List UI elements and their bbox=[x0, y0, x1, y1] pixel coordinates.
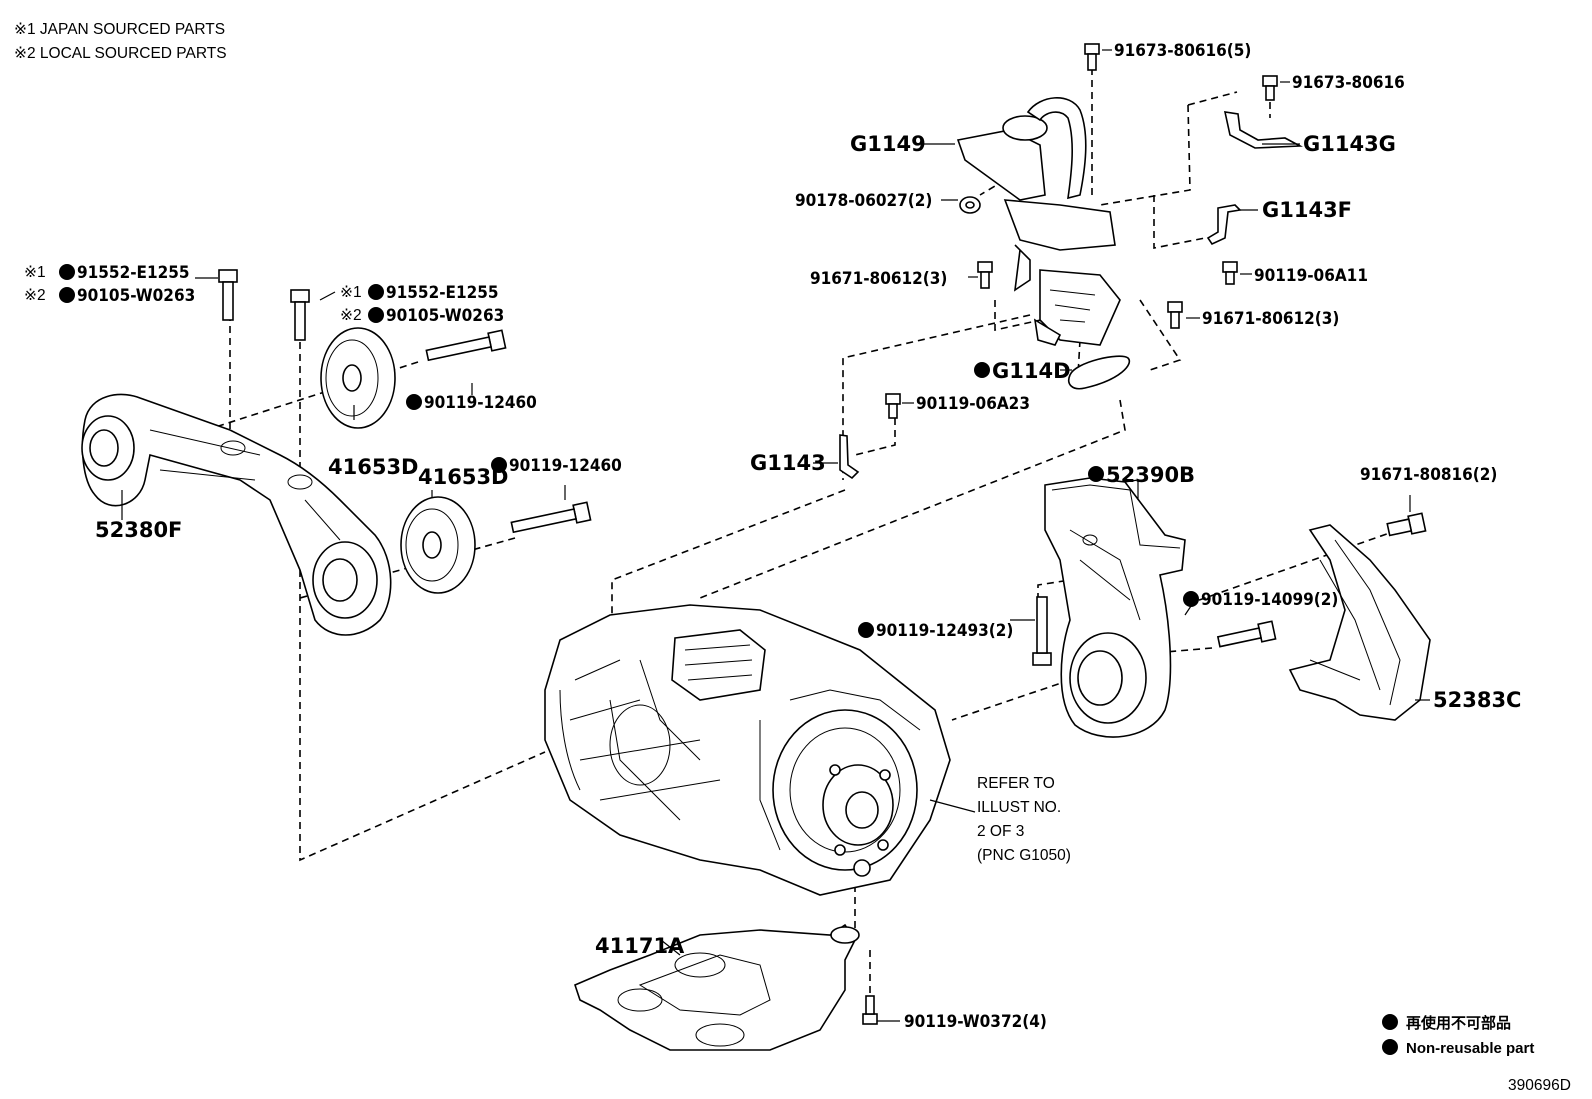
label-G1149: G1149 bbox=[850, 132, 926, 156]
grommet-G114D bbox=[1068, 355, 1131, 390]
bracket-G1143F bbox=[1206, 204, 1242, 246]
nonreusable-dot-left-b1 bbox=[368, 284, 384, 300]
label-90105-W0263-a: 90105-W0263 bbox=[77, 286, 195, 306]
label-52390B: 52390B bbox=[1106, 463, 1195, 487]
damper-41653D-lower bbox=[400, 496, 476, 594]
legend: 再使用不可部品 Non-reusable part bbox=[1382, 1014, 1534, 1057]
label-91671-80612-3-left: 91671-80612(3) bbox=[810, 269, 947, 289]
nonreusable-dot-G114D bbox=[974, 362, 990, 378]
mount-bracket-52380F bbox=[81, 393, 392, 636]
label-90119-W0372-4: 90119-W0372(4) bbox=[904, 1012, 1047, 1032]
mark-japan-a: ※1 bbox=[24, 264, 46, 281]
mark-local-b: ※2 bbox=[340, 307, 362, 324]
label-G1143: G1143 bbox=[750, 451, 826, 475]
label-90119-14099-2: 90119-14099(2) bbox=[1201, 590, 1338, 610]
damper-41653D-upper bbox=[320, 327, 396, 429]
nonreusable-dot-90119-12493 bbox=[858, 622, 874, 638]
cover-52383C bbox=[1288, 524, 1431, 721]
refer-line-4: (PNC G1050) bbox=[977, 847, 1071, 864]
label-41171A: 41171A bbox=[595, 934, 685, 958]
label-41653D-upper: 41653D bbox=[328, 455, 419, 479]
label-91552-E1255-b: 91552-E1255 bbox=[386, 283, 499, 303]
legend-jp: 再使用不可部品 bbox=[1406, 1014, 1511, 1032]
legend-dot-jp bbox=[1382, 1014, 1398, 1030]
bracket-G1143G bbox=[1223, 111, 1303, 149]
label-91673-80616-5: 91673-80616(5) bbox=[1114, 41, 1251, 61]
label-52380F: 52380F bbox=[95, 518, 182, 542]
refer-line-2: ILLUST NO. bbox=[977, 799, 1061, 816]
label-90119-12493-2: 90119-12493(2) bbox=[876, 621, 1013, 641]
nonreusable-dot-90119-12460-a bbox=[406, 394, 422, 410]
nonreusable-dot-left-a1 bbox=[59, 264, 75, 280]
label-G1143G: G1143G bbox=[1303, 132, 1396, 156]
nonreusable-dot-52390B bbox=[1088, 466, 1104, 482]
label-91671-80816-2: 91671-80816(2) bbox=[1360, 465, 1497, 485]
bolts bbox=[218, 43, 1427, 1025]
label-G114D: G114D bbox=[992, 359, 1071, 383]
nonreusable-dot-left-b2 bbox=[368, 307, 384, 323]
label-90178-06027-2: 90178-06027(2) bbox=[795, 191, 932, 211]
figure-id: 390696D bbox=[1508, 1077, 1571, 1094]
label-41653D-lower: 41653D bbox=[418, 465, 509, 489]
motor-transaxle-assembly bbox=[544, 604, 951, 896]
label-91671-80612-3-right: 91671-80612(3) bbox=[1202, 309, 1339, 329]
refer-line-1: REFER TO bbox=[977, 775, 1055, 792]
refer-line-3: 2 OF 3 bbox=[977, 823, 1024, 840]
legend-dot-en bbox=[1382, 1039, 1398, 1055]
label-90119-06A23: 90119-06A23 bbox=[916, 394, 1030, 414]
legend-en: Non-reusable part bbox=[1406, 1040, 1534, 1057]
nonreusable-dot-90119-12460-b bbox=[491, 457, 507, 473]
callout-labels: 91673-80616(5) 91673-80616 G1143G G1149 … bbox=[24, 41, 1521, 1032]
label-90105-W0263-b: 90105-W0263 bbox=[386, 306, 504, 326]
note-local-sourced: ※2 LOCAL SOURCED PARTS bbox=[14, 45, 227, 62]
note-japan-sourced: ※1 JAPAN SOURCED PARTS bbox=[14, 21, 225, 38]
nonreusable-dot-90119-14099 bbox=[1183, 591, 1199, 607]
harness-bracket-G1149 bbox=[956, 97, 1121, 346]
label-90119-06A11: 90119-06A11 bbox=[1254, 266, 1368, 286]
leader-lines bbox=[121, 49, 1430, 1022]
label-G1143F: G1143F bbox=[1262, 198, 1352, 222]
label-90119-12460-b: 90119-12460 bbox=[509, 456, 622, 476]
mount-bracket-52390B bbox=[1044, 477, 1186, 738]
mark-local-a: ※2 bbox=[24, 287, 46, 304]
mark-japan-b: ※1 bbox=[340, 284, 362, 301]
label-91552-E1255-a: 91552-E1255 bbox=[77, 263, 190, 283]
bracket-G1143 bbox=[839, 434, 860, 480]
plate-41171A bbox=[574, 923, 860, 1051]
label-90119-12460-a: 90119-12460 bbox=[424, 393, 537, 413]
nonreusable-dot-left-a2 bbox=[59, 287, 75, 303]
label-91673-80616: 91673-80616 bbox=[1292, 73, 1405, 93]
label-52383C: 52383C bbox=[1433, 688, 1521, 712]
